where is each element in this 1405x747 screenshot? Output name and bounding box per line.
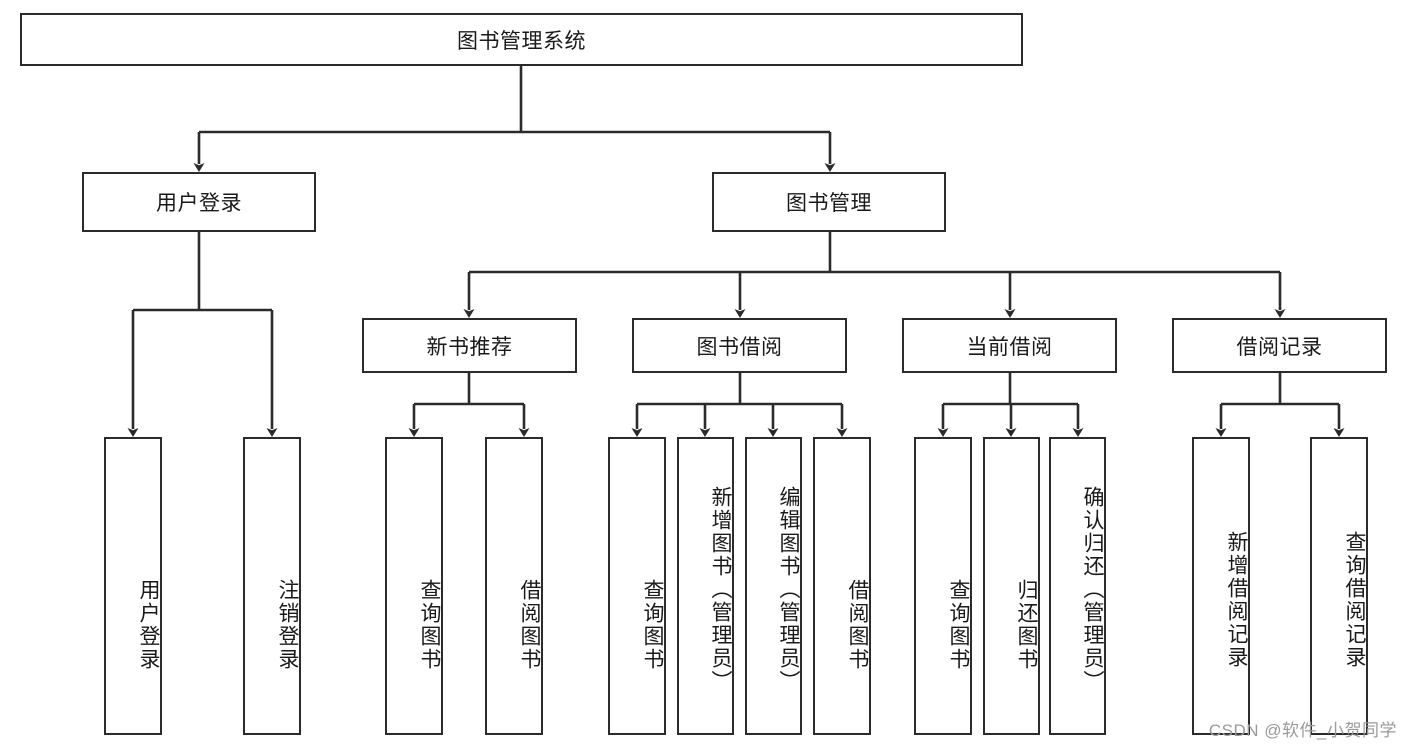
- node-label: 当前借阅: [966, 335, 1053, 359]
- leaf-query-book-1[interactable]: 查询图书: [385, 437, 443, 735]
- node-new-book-recommend[interactable]: 新书推荐: [362, 318, 577, 373]
- node-label: 查询图书: [641, 579, 664, 671]
- node-borrow-record[interactable]: 借阅记录: [1172, 318, 1387, 373]
- node-root-system[interactable]: 图书管理系统: [20, 13, 1023, 66]
- node-user-login[interactable]: 用户登录: [82, 172, 316, 232]
- node-label: 图书管理系统: [457, 29, 586, 53]
- node-label: 注销登录: [276, 579, 299, 671]
- node-label: 确认归还（管理员）: [1081, 485, 1104, 693]
- node-label: 借阅图书: [846, 579, 869, 671]
- leaf-borrow-book-2[interactable]: 借阅图书: [813, 437, 871, 735]
- node-label: 查询借阅记录: [1343, 531, 1366, 669]
- node-label: 编辑图书（管理员）: [777, 485, 800, 693]
- node-label: 新增图书（管理员）: [709, 485, 732, 693]
- node-label: 借阅记录: [1236, 335, 1323, 359]
- node-label: 新书推荐: [426, 335, 513, 359]
- leaf-edit-book-admin[interactable]: 编辑图书（管理员）: [745, 437, 802, 735]
- watermark-csdn: CSDN @软件_小贺同学: [1208, 721, 1397, 740]
- leaf-return-book[interactable]: 归还图书: [983, 437, 1040, 735]
- node-label: 用户登录: [137, 579, 160, 671]
- node-current-borrow[interactable]: 当前借阅: [902, 318, 1117, 373]
- node-label: 图书借阅: [696, 335, 783, 359]
- node-label: 新增借阅记录: [1225, 531, 1248, 669]
- node-label: 借阅图书: [518, 579, 541, 671]
- leaf-borrow-book-1[interactable]: 借阅图书: [485, 437, 543, 735]
- node-label: 图书管理: [786, 192, 872, 215]
- leaf-user-login[interactable]: 用户登录: [104, 437, 162, 735]
- node-label: 归还图书: [1015, 579, 1038, 671]
- leaf-query-borrow-record[interactable]: 查询借阅记录: [1310, 437, 1368, 735]
- node-label: 查询图书: [418, 579, 441, 671]
- node-label: 查询图书: [947, 579, 970, 671]
- node-book-borrow[interactable]: 图书借阅: [632, 318, 847, 373]
- leaf-add-book-admin[interactable]: 新增图书（管理员）: [677, 437, 734, 735]
- leaf-logout[interactable]: 注销登录: [243, 437, 301, 735]
- leaf-add-borrow-record[interactable]: 新增借阅记录: [1192, 437, 1250, 735]
- leaf-query-book-3[interactable]: 查询图书: [914, 437, 972, 735]
- node-book-management[interactable]: 图书管理: [712, 172, 946, 232]
- leaf-confirm-return-admin[interactable]: 确认归还（管理员）: [1049, 437, 1106, 735]
- node-label: 用户登录: [156, 192, 242, 215]
- leaf-query-book-2[interactable]: 查询图书: [608, 437, 666, 735]
